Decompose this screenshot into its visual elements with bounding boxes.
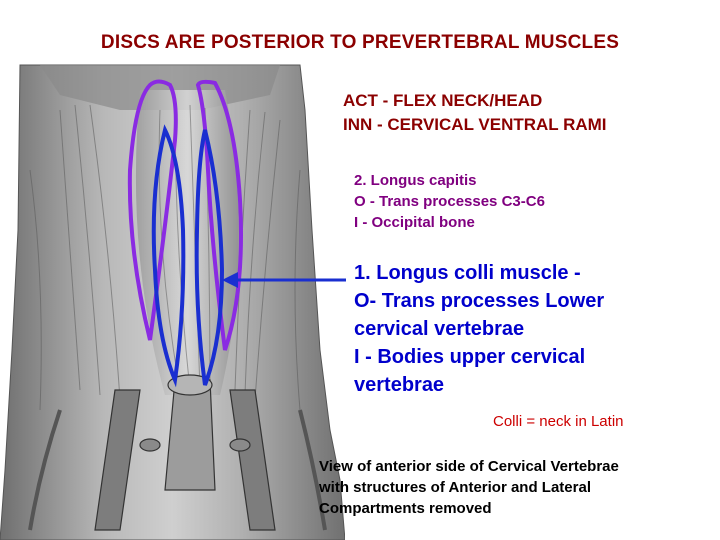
longus-colli-line: O- Trans processes Lower bbox=[354, 290, 605, 312]
caption-line: Compartments removed bbox=[319, 500, 492, 517]
cervical-anatomy-illustration bbox=[0, 64, 345, 540]
caption-line: with structures of Anterior and Lateral bbox=[319, 479, 591, 496]
pointer-arrow-icon bbox=[222, 272, 346, 288]
slide-title: DISCS ARE POSTERIOR TO PREVERTEBRAL MUSC… bbox=[100, 32, 620, 53]
longus-capitis-insertion: I - Occipital bone bbox=[354, 214, 475, 231]
longus-capitis-info: 2. Longus capitis O - Trans processes C3… bbox=[354, 170, 545, 233]
longus-colli-line: vertebrae bbox=[354, 374, 445, 396]
action-text: ACT - FLEX NECK/HEAD bbox=[343, 91, 543, 110]
innervation-text: INN - CERVICAL VENTRAL RAMI bbox=[343, 115, 607, 134]
figure-caption: View of anterior side of Cervical Verteb… bbox=[319, 456, 619, 519]
longus-colli-line: 1. Longus colli muscle - bbox=[354, 262, 581, 284]
longus-colli-line: cervical vertebrae bbox=[354, 318, 525, 340]
latin-note: Colli = neck in Latin bbox=[493, 413, 624, 430]
caption-line: View of anterior side of Cervical Verteb… bbox=[319, 458, 619, 475]
muscle-group-info: ACT - FLEX NECK/HEAD INN - CERVICAL VENT… bbox=[343, 89, 607, 137]
longus-colli-info: 1. Longus colli muscle - O- Trans proces… bbox=[354, 259, 604, 399]
longus-capitis-name: 2. Longus capitis bbox=[354, 172, 477, 189]
longus-colli-line: I - Bodies upper cervical bbox=[354, 346, 586, 368]
longus-capitis-origin: O - Trans processes C3-C6 bbox=[354, 193, 545, 210]
